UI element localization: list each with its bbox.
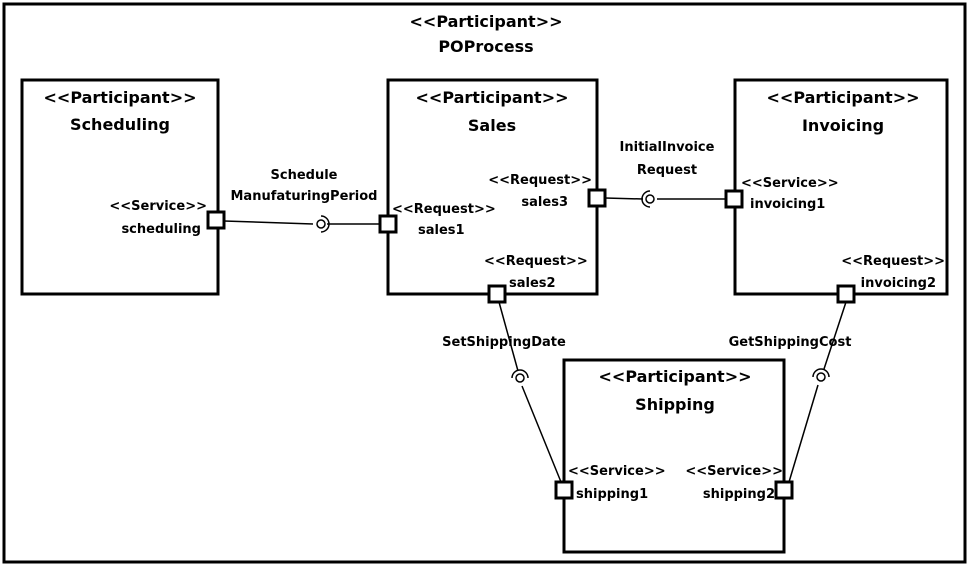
port-scheduling-square: [206, 210, 226, 230]
connector-initial-invoice-label-line2: Request: [637, 163, 697, 178]
port-sales3: <<Request>> sales3: [488, 173, 607, 210]
port-sales1-square: [378, 214, 398, 234]
port-invoicing1: <<Service>> invoicing1: [724, 176, 839, 212]
connector-get-shipping-cost-socket-icon: [812, 368, 830, 378]
port-shipping1: <<Service>> shipping1: [554, 464, 666, 502]
outer-stereotype: <<Participant>>: [410, 12, 563, 31]
port-scheduling-label: scheduling: [121, 222, 201, 237]
connector-initial-invoice-label-line1: InitialInvoice: [620, 140, 715, 155]
port-invoicing2: <<Request>> invoicing2: [836, 254, 945, 304]
connector-schedule: Schedule ManufaturingPeriod: [223, 168, 380, 233]
connector-schedule-line-left: [223, 220, 314, 225]
connector-get-shipping-cost-line-bottom: [788, 384, 819, 483]
participant-invoicing-stereotype: <<Participant>>: [767, 88, 920, 107]
port-sales1-stereotype: <<Request>>: [392, 202, 496, 217]
participant-scheduling-stereotype: <<Participant>>: [44, 88, 197, 107]
connector-get-shipping-cost-line-top: [823, 301, 847, 370]
port-invoicing2-stereotype: <<Request>>: [841, 254, 945, 269]
port-scheduling: <<Service>> scheduling: [109, 199, 226, 237]
connector-initial-invoice-line-left: [604, 197, 644, 200]
connector-set-shipping-date-label: SetShippingDate: [442, 335, 566, 350]
connector-get-shipping-cost-label: GetShippingCost: [729, 335, 852, 350]
connector-set-shipping-date: SetShippingDate: [442, 301, 566, 483]
port-sales3-square: [587, 188, 607, 208]
connector-schedule-label-line2: ManufaturingPeriod: [231, 189, 378, 204]
port-invoicing2-square: [836, 284, 856, 304]
port-shipping2-stereotype: <<Service>>: [685, 464, 783, 479]
connector-initial-invoice-socket-icon: [641, 190, 651, 208]
connector-schedule-ball-icon: [316, 219, 326, 229]
port-sales2: <<Request>> sales2: [484, 254, 588, 304]
port-sales3-label: sales3: [521, 195, 568, 210]
participant-shipping-title: Shipping: [635, 395, 715, 414]
port-shipping1-stereotype: <<Service>>: [568, 464, 666, 479]
connector-initial-invoice: InitialInvoice Request: [604, 140, 726, 208]
outer-title: POProcess: [438, 37, 533, 56]
port-scheduling-stereotype: <<Service>>: [109, 199, 207, 214]
connector-schedule-socket-icon: [320, 215, 330, 233]
connector-schedule-label-line1: Schedule: [271, 168, 338, 183]
participant-scheduling-title: Scheduling: [70, 115, 170, 134]
port-shipping2-square: [774, 480, 794, 500]
participant-scheduling-box: [20, 78, 220, 296]
port-invoicing1-square: [724, 189, 744, 209]
port-sales1-label: sales1: [418, 223, 465, 238]
connector-set-shipping-date-socket-icon: [511, 369, 529, 379]
connector-get-shipping-cost-ball-icon: [816, 372, 826, 382]
port-shipping1-square: [554, 480, 574, 500]
participant-scheduling: <<Participant>> Scheduling: [20, 78, 220, 296]
port-invoicing2-label: invoicing2: [861, 276, 936, 291]
port-invoicing1-stereotype: <<Service>>: [741, 176, 839, 191]
port-shipping2-label: shipping2: [703, 487, 775, 502]
participant-shipping: <<Participant>> Shipping: [562, 358, 786, 554]
participant-shipping-stereotype: <<Participant>>: [599, 367, 752, 386]
port-sales2-square: [487, 284, 507, 304]
port-sales1: <<Request>> sales1: [378, 202, 496, 238]
port-sales2-stereotype: <<Request>>: [484, 254, 588, 269]
connector-set-shipping-date-line-bottom: [521, 385, 562, 483]
connector-initial-invoice-ball-icon: [645, 194, 655, 204]
participant-sales-title: Sales: [468, 116, 516, 135]
connector-get-shipping-cost: GetShippingCost: [729, 301, 852, 483]
port-invoicing1-label: invoicing1: [750, 197, 825, 212]
connector-set-shipping-date-ball-icon: [515, 373, 525, 383]
participant-invoicing-title: Invoicing: [802, 116, 884, 135]
port-shipping1-label: shipping1: [576, 487, 648, 502]
connector-set-shipping-date-line-top: [498, 301, 519, 372]
port-sales3-stereotype: <<Request>>: [488, 173, 592, 188]
port-sales2-label: sales2: [509, 276, 556, 291]
participant-sales-stereotype: <<Participant>>: [416, 88, 569, 107]
participant-invoicing: <<Participant>> Invoicing: [733, 78, 949, 296]
port-shipping2: <<Service>> shipping2: [685, 464, 794, 502]
participant-shipping-box: [562, 358, 786, 554]
